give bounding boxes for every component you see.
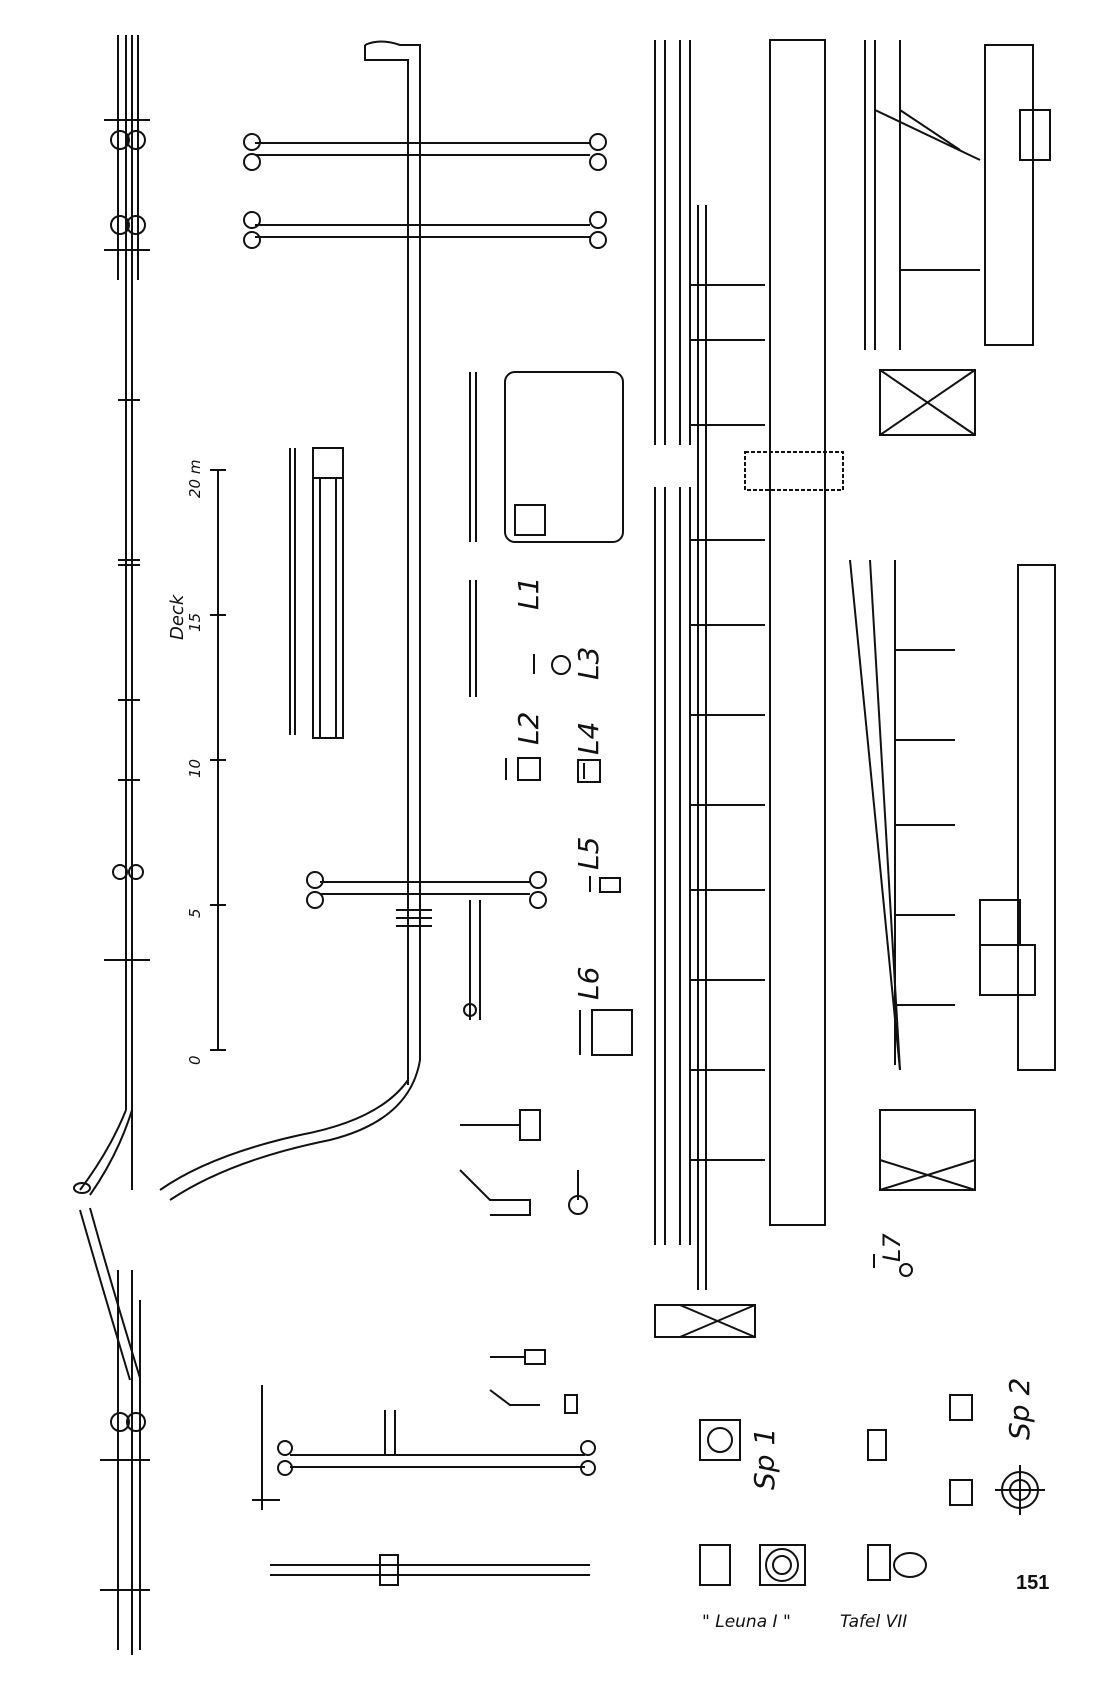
label-l5: L5: [572, 836, 605, 870]
platform-l1: [469, 371, 624, 697]
label-sp2: Sp 2: [1003, 1377, 1036, 1440]
scale-bar: [210, 469, 226, 1051]
sp-details: [699, 1394, 1045, 1586]
jetty-right-lower: [849, 559, 1056, 1191]
ladder-element: [289, 447, 344, 739]
label-l6: L6: [572, 966, 605, 1000]
bottom-details: [252, 1304, 756, 1586]
jetty-right-upper: [864, 40, 1051, 436]
label-l7: L7: [878, 1233, 906, 1262]
label-l4: L4: [572, 721, 605, 755]
label-l3: L3: [572, 646, 605, 680]
pipeline-center: [159, 40, 607, 1201]
caption-right: Tafel VII: [840, 1612, 908, 1632]
jetty-main: [654, 39, 844, 1290]
pipeline-left: [73, 35, 150, 1655]
label-deck: Deck: [167, 594, 188, 640]
scale-tick-10: 10: [186, 758, 204, 778]
caption-left: " Leuna I ": [702, 1612, 791, 1632]
scale-tick-0: 0: [186, 1055, 204, 1065]
scale-tick-20: 20 m: [186, 459, 204, 498]
scale-tick-5: 5: [186, 908, 204, 918]
page-number: 151: [1016, 1572, 1050, 1594]
label-sp1: Sp 1: [748, 1427, 781, 1490]
label-l1: L1: [512, 576, 545, 610]
small-elements: [459, 654, 913, 1414]
label-l2: L2: [512, 711, 545, 745]
scale-tick-15: 15: [186, 612, 204, 632]
